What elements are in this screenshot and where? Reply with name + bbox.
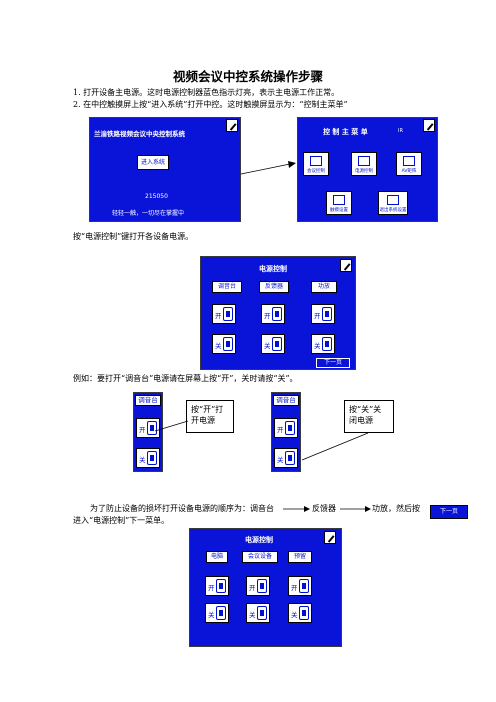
pen-icon[interactable] bbox=[340, 259, 352, 272]
step-1: 1. 打开设备主电源。这时电源控制器蓝色指示灯亮，表示主电源工作正常。 bbox=[73, 88, 340, 97]
welcome-screen: 兰渝铁路视频会议中央控制系统 进入系统 215050 轻轻一触，一切尽在掌握中 bbox=[89, 117, 241, 222]
callout-on: 按“开”打开电源 bbox=[186, 400, 234, 433]
mixer-label: 调音台 bbox=[135, 395, 161, 406]
paragraph-example: 例如：要打开“调音台”电源请在屏幕上按“开”，关时请按“关”。 bbox=[73, 374, 298, 383]
welcome-code: 215050 bbox=[145, 193, 168, 200]
mixer-on-button[interactable]: 开 bbox=[136, 418, 160, 438]
next-page-button[interactable]: 下一页 bbox=[316, 358, 350, 368]
main-menu-screen: 控 制 主 菜 单 IR 会议控制 电源控制 AV矩阵 触摸设置 退出系统设置 bbox=[297, 117, 438, 222]
power-title: 电源控制 bbox=[259, 265, 287, 273]
conference-header: 会议设备 bbox=[242, 551, 278, 563]
mixer-off-button[interactable]: 关 bbox=[212, 334, 236, 354]
callout-pointer bbox=[301, 432, 369, 461]
exit-settings-icon[interactable]: 退出系统设置 bbox=[378, 191, 408, 215]
computer-on-button[interactable]: 开 bbox=[205, 576, 229, 596]
conference-off-button[interactable]: 关 bbox=[246, 603, 270, 623]
welcome-slogan: 轻轻一触，一切尽在掌握中 bbox=[112, 210, 185, 217]
feedback-on-button[interactable]: 开 bbox=[261, 304, 285, 324]
mixer-off-button[interactable]: 关 bbox=[136, 448, 160, 468]
reserved-on-button[interactable]: 开 bbox=[288, 576, 312, 596]
mixer-header: 调音台 bbox=[212, 281, 242, 293]
mixer-on-button[interactable]: 开 bbox=[212, 304, 236, 324]
feedback-off-button[interactable]: 关 bbox=[261, 334, 285, 354]
pen-icon[interactable] bbox=[423, 119, 435, 132]
power-control-icon[interactable]: 电源控制 bbox=[351, 152, 377, 176]
callout-off: 按“关”关闭电源 bbox=[344, 400, 394, 433]
mixer-strip-left: 调音台 开 关 bbox=[133, 392, 163, 472]
amplifier-on-button[interactable]: 开 bbox=[311, 304, 335, 324]
conference-on-button[interactable]: 开 bbox=[246, 576, 270, 596]
paragraph-power: 按“电源控制”键打开各设备电源。 bbox=[73, 232, 194, 241]
mixer-label: 调音台 bbox=[273, 395, 299, 406]
reserved-header: 预留 bbox=[288, 551, 312, 563]
order-feedback: 反馈器 bbox=[312, 504, 336, 513]
menu-title: 控 制 主 菜 单 bbox=[323, 128, 368, 136]
paragraph-order-2: 进入“电源控制”下一菜单。 bbox=[73, 516, 170, 525]
pen-icon[interactable] bbox=[324, 531, 336, 544]
av-matrix-icon[interactable]: AV矩阵 bbox=[396, 152, 422, 176]
arrow-right-icon bbox=[283, 506, 310, 512]
pen-icon[interactable] bbox=[226, 119, 238, 132]
mixer-off-button[interactable]: 关 bbox=[274, 448, 298, 468]
computer-off-button[interactable]: 关 bbox=[205, 603, 229, 623]
welcome-title: 兰渝铁路视频会议中央控制系统 bbox=[94, 130, 185, 138]
arrow-right-icon bbox=[240, 161, 296, 175]
power-control-screen: 电源控制 调音台 反馈器 功放 开 开 开 关 关 关 下一页 bbox=[200, 256, 356, 370]
next-page-button[interactable]: 下一页 bbox=[430, 505, 468, 519]
page-title: 视频会议中控系统操作步骤 bbox=[172, 69, 323, 84]
amplifier-header: 功放 bbox=[311, 281, 337, 293]
computer-header: 电脑 bbox=[206, 551, 228, 563]
step-2: 2. 在中控触摸屏上按“进入系统”打开中控。这时触摸屏显示为：“控制主菜单” bbox=[73, 100, 348, 109]
feedback-header: 反馈器 bbox=[259, 281, 289, 293]
order-amplifier: 功放，然后按 bbox=[372, 504, 420, 513]
callout-pointer bbox=[155, 420, 189, 432]
mixer-on-button[interactable]: 开 bbox=[274, 418, 298, 438]
amplifier-off-button[interactable]: 关 bbox=[311, 334, 335, 354]
touch-settings-icon[interactable]: 触摸设置 bbox=[326, 191, 352, 215]
enter-system-button[interactable]: 进入系统 bbox=[137, 155, 169, 170]
reserved-off-button[interactable]: 关 bbox=[288, 603, 312, 623]
meeting-control-icon[interactable]: 会议控制 bbox=[303, 152, 329, 176]
mixer-strip-right: 调音台 开 关 bbox=[271, 392, 301, 472]
arrow-right-icon bbox=[340, 506, 371, 512]
power-control-screen-2: 电源控制 电脑 会议设备 预留 开 开 开 关 关 关 bbox=[189, 528, 342, 647]
menu-tag: IR bbox=[398, 128, 403, 134]
paragraph-order-1: 为了防止设备的损坏打开设备电源的顺序为：调音台 bbox=[90, 504, 274, 513]
power2-title: 电源控制 bbox=[245, 536, 273, 544]
